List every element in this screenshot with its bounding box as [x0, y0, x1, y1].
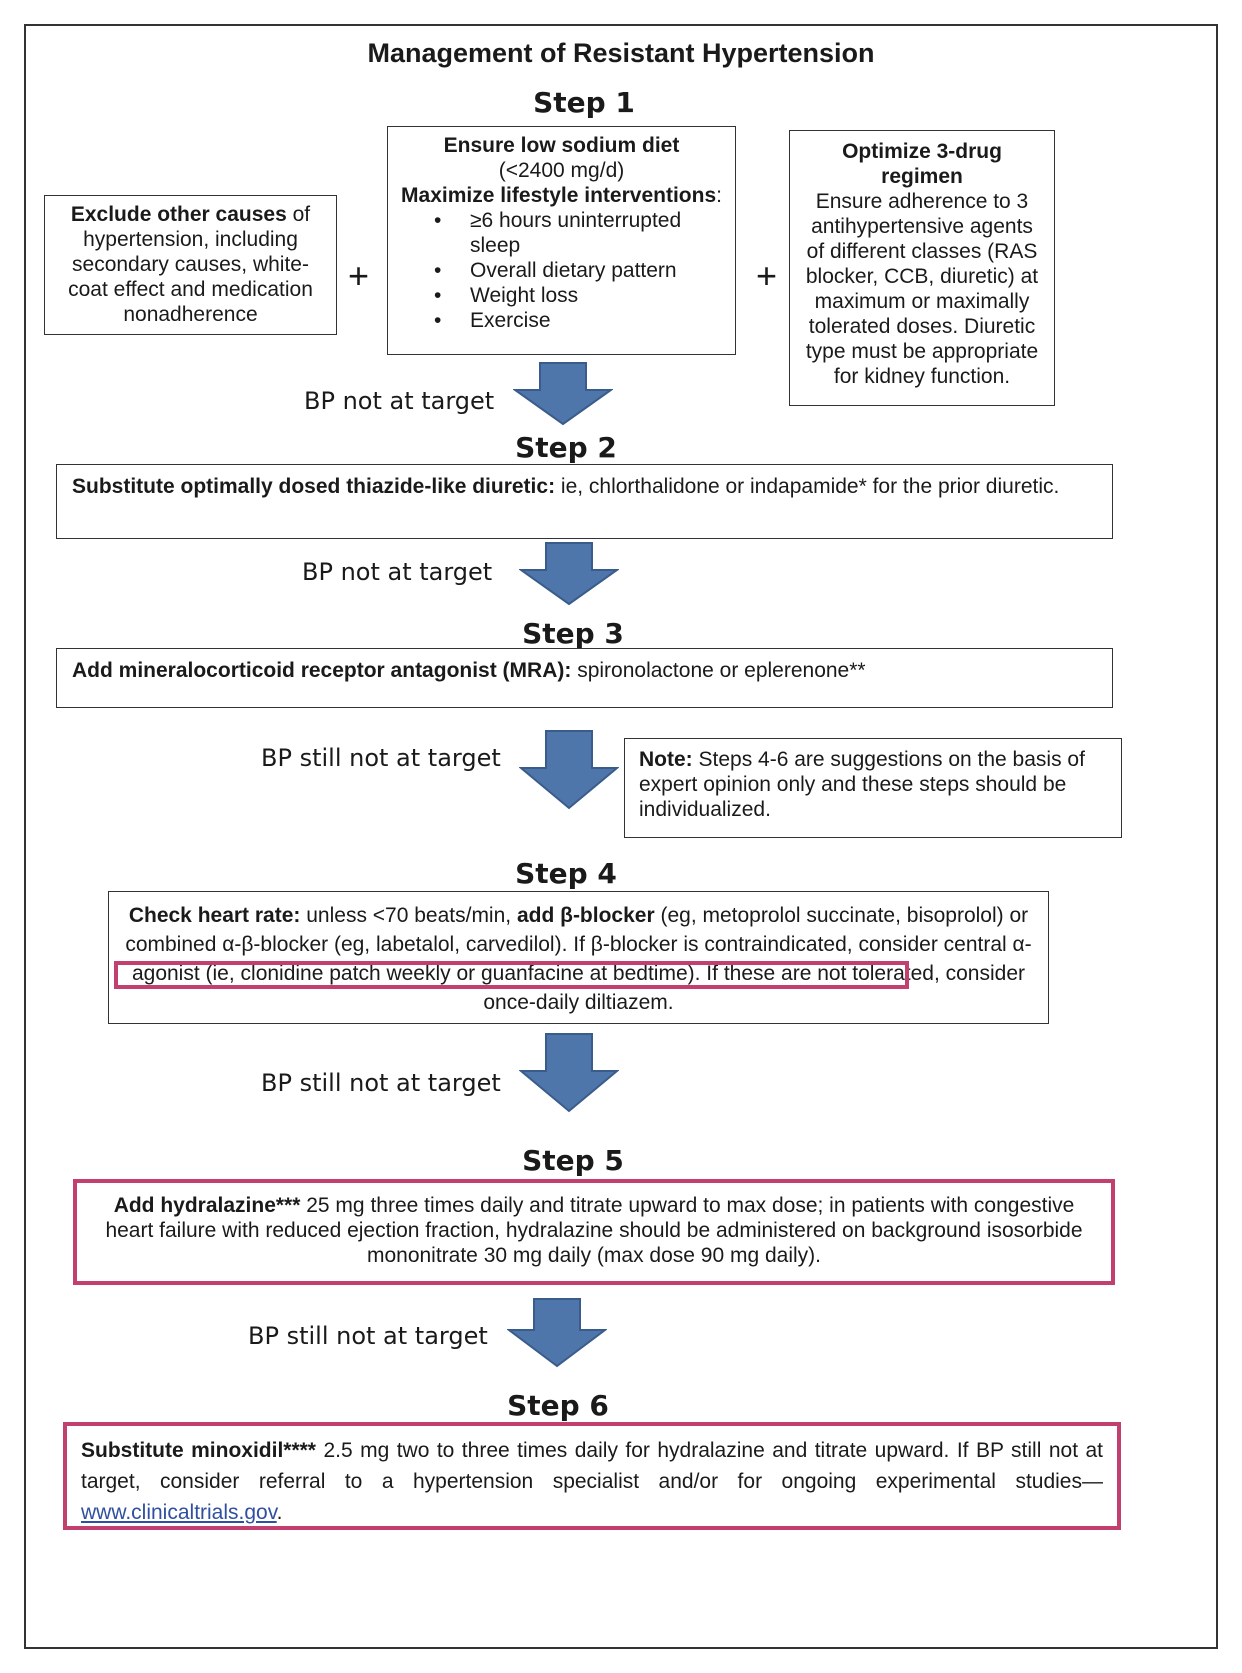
lifestyle-bold: Maximize lifestyle interventions	[401, 184, 717, 207]
note-bold: Note:	[639, 748, 693, 771]
step-2-box: Substitute optimally dosed thiazide-like…	[56, 464, 1113, 539]
transition-label-1: BP not at target	[304, 387, 495, 415]
step-5-box: Add hydralazine*** 25 mg three times dai…	[73, 1179, 1115, 1285]
lifestyle-item: ≥6 hours uninterrupted sleep	[396, 208, 727, 258]
step-6-heading: Step 6	[507, 1389, 609, 1422]
step-4-heading: Step 4	[515, 857, 617, 890]
plus-sign-left: +	[348, 255, 370, 296]
step-2-heading: Step 2	[515, 431, 617, 464]
step-4-box: Check heart rate: unless <70 beats/min, …	[108, 891, 1049, 1024]
lifestyle-item: Weight loss	[396, 283, 727, 308]
step-5-heading: Step 5	[522, 1144, 624, 1177]
transition-label-3: BP still not at target	[261, 744, 501, 772]
transition-label-2: BP not at target	[302, 558, 493, 586]
down-arrow-icon	[513, 362, 613, 426]
step-3-box: Add mineralocorticoid receptor antagonis…	[56, 648, 1113, 708]
note-box: Note: Steps 4-6 are suggestions on the b…	[624, 738, 1122, 838]
optimize-regimen-text: Ensure adherence to 3 antihypertensive a…	[805, 190, 1039, 388]
transition-label-4: BP still not at target	[261, 1069, 501, 1097]
step-6-bold: Substitute minoxidil****	[81, 1439, 316, 1462]
step-4-bold-1: Check heart rate:	[128, 904, 301, 927]
step-1-heading: Step 1	[533, 86, 635, 119]
optimize-regimen-box: Optimize 3-drug regimen Ensure adherence…	[789, 130, 1055, 406]
clinicaltrials-link[interactable]: www.clinicaltrials.gov	[81, 1501, 277, 1524]
diagram-frame	[24, 24, 1218, 1649]
lifestyle-item: Exercise	[396, 308, 727, 333]
down-arrow-icon	[519, 730, 619, 810]
step-6-box: Substitute minoxidil**** 2.5 mg two to t…	[63, 1422, 1121, 1530]
step-5-bold: Add hydralazine***	[113, 1194, 301, 1217]
plus-sign-right: +	[756, 255, 778, 296]
exclude-causes-box: Exclude other causes of hypertension, in…	[44, 195, 337, 335]
step-3-heading: Step 3	[522, 617, 624, 650]
diagram-title: Management of Resistant Hypertension	[367, 38, 875, 68]
central-agonist-highlight	[114, 961, 909, 989]
lifestyle-list: ≥6 hours uninterrupted sleep Overall die…	[396, 208, 727, 333]
step-2-text: ie, chlorthalidone or indapamide* for th…	[555, 475, 1060, 498]
down-arrow-icon	[519, 542, 619, 606]
note-text: Steps 4-6 are suggestions on the basis o…	[639, 748, 1085, 821]
central-agonist-text: consider central α-agonist (ie, clonidin…	[131, 933, 1032, 985]
lifestyle-box: Ensure low sodium diet (<2400 mg/d) Maxi…	[387, 126, 736, 355]
step-4-bold-2: add β-blocker	[516, 904, 655, 927]
exclude-causes-text: of hypertension, including secondary cau…	[68, 203, 313, 326]
transition-label-5: BP still not at target	[248, 1322, 488, 1350]
down-arrow-icon	[519, 1033, 619, 1113]
step-3-bold: Add mineralocorticoid receptor antagonis…	[72, 659, 572, 682]
step-6-text: 2.5 mg two to three times daily for hydr…	[81, 1439, 1103, 1493]
exclude-causes-bold: Exclude other causes	[70, 203, 287, 226]
sodium-diet-bold: Ensure low sodium diet	[443, 134, 680, 157]
lifestyle-item: Overall dietary pattern	[396, 258, 727, 283]
optimize-regimen-bold: Optimize 3-drug regimen	[842, 140, 1002, 188]
sodium-diet-value: (<2400 mg/d)	[498, 159, 625, 182]
down-arrow-icon	[507, 1298, 607, 1368]
step-5-text: 25 mg three times daily and titrate upwa…	[105, 1194, 1083, 1267]
step-2-bold: Substitute optimally dosed thiazide-like…	[72, 475, 556, 498]
step-3-text: spironolactone or eplerenone**	[571, 659, 866, 682]
